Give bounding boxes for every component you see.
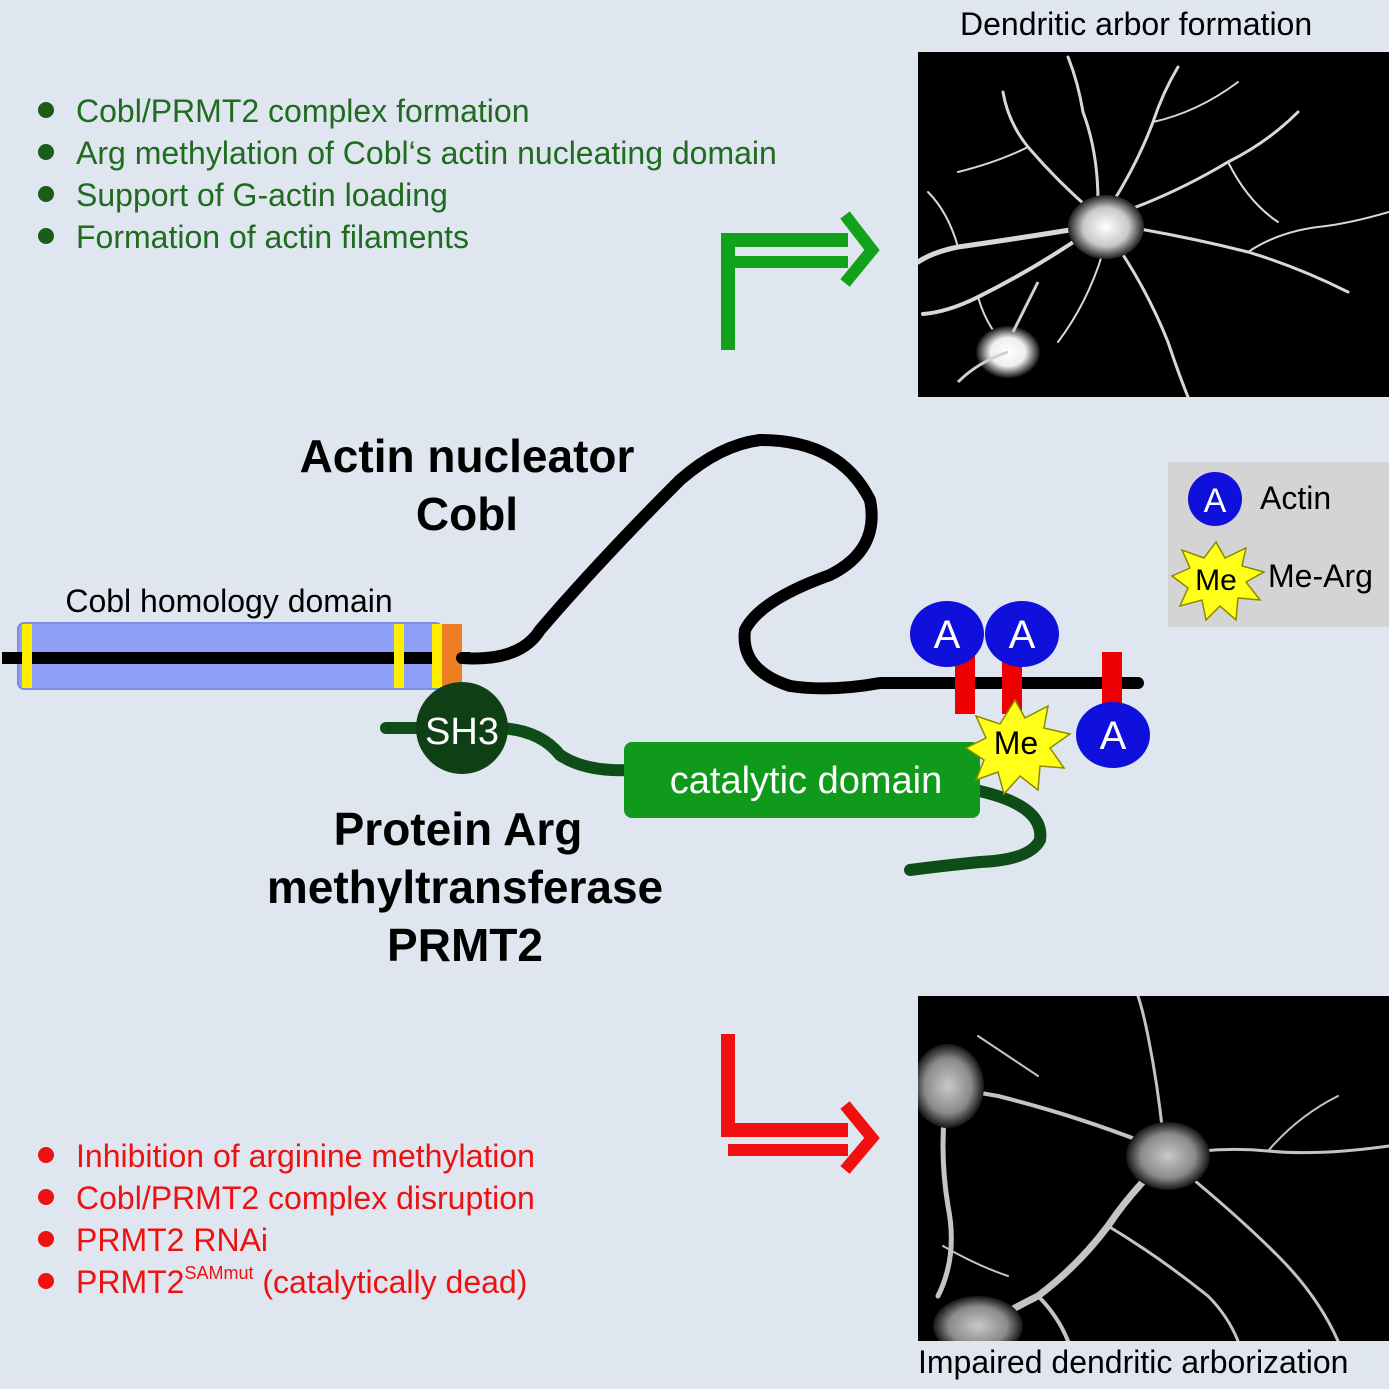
actin-label: A <box>934 613 961 657</box>
actin-monomer <box>910 601 984 667</box>
top-image-caption: Dendritic arbor formation <box>960 6 1313 42</box>
list-item: PRMT2 RNAi <box>30 1219 535 1261</box>
bullet-icon <box>38 1273 54 1289</box>
neuron-micrograph-bottom <box>918 996 1389 1341</box>
legend-actin-label: Actin <box>1260 480 1331 516</box>
list-item: Inhibition of arginine methylation <box>30 1135 535 1177</box>
svg-text:A: A <box>1204 482 1227 520</box>
list-item: Support of G-actin loading <box>30 174 777 216</box>
promoting-factors-list: Cobl/PRMT2 complex formation Arg methyla… <box>30 90 777 258</box>
sh3-domain <box>416 682 508 774</box>
motif-marker <box>394 624 404 688</box>
motif-marker <box>432 624 442 688</box>
prmt2-title: Protein Arg <box>334 803 583 855</box>
methyl-label: Me <box>994 725 1038 761</box>
proline-rich-motif <box>442 624 462 688</box>
legend: A Actin Me Me-Arg <box>1168 462 1389 627</box>
cobl-homology-label: Cobl homology domain <box>65 583 392 619</box>
legend-drawing: A Actin Me Me-Arg <box>1170 472 1373 622</box>
bullet-icon <box>38 144 54 160</box>
list-item: Cobl/PRMT2 complex disruption <box>30 1177 535 1219</box>
actin-label: A <box>1009 613 1036 657</box>
actin-legend-icon <box>1188 472 1242 526</box>
prmt2-title: methyltransferase <box>267 861 663 913</box>
sh3-label: SH3 <box>425 711 499 753</box>
inhibiting-factors-list: Inhibition of arginine methylation Cobl/… <box>30 1135 535 1303</box>
arg-site-marker <box>1102 652 1122 714</box>
methyl-starburst-icon <box>964 698 1072 796</box>
list-item: Cobl/PRMT2 complex formation <box>30 90 777 132</box>
actin-label: A <box>1100 714 1127 758</box>
catalytic-domain-label: catalytic domain <box>670 760 942 802</box>
arg-site-marker <box>955 652 975 714</box>
prmt2-title: PRMT2 <box>387 919 543 971</box>
bullet-icon <box>38 1231 54 1247</box>
cobl-title: Actin nucleator <box>300 430 635 482</box>
actin-monomer <box>1076 702 1150 768</box>
neuron-micrograph-top <box>918 52 1389 397</box>
bottom-image-caption: Impaired dendritic arborization <box>918 1344 1349 1380</box>
activation-arrow <box>721 211 880 350</box>
bullet-icon <box>38 186 54 202</box>
catalytic-domain <box>624 742 980 818</box>
actin-monomer <box>985 601 1059 667</box>
motif-marker <box>22 624 32 688</box>
list-item: Arg methylation of Cobl‘s actin nucleati… <box>30 132 777 174</box>
neuron-drawing <box>918 55 1389 397</box>
legend-me-arg-label: Me-Arg <box>1268 558 1373 594</box>
svg-text:Me: Me <box>1195 564 1237 597</box>
arg-site-marker <box>1002 652 1022 714</box>
bullet-icon <box>38 1147 54 1163</box>
prmt2-c-terminus <box>904 784 1047 876</box>
methyl-legend-icon <box>1170 540 1266 622</box>
list-item: Formation of actin filaments <box>30 216 777 258</box>
neuron-drawing <box>918 996 1389 1341</box>
bullet-icon <box>38 1189 54 1205</box>
bullet-icon <box>38 228 54 244</box>
bullet-icon <box>38 102 54 118</box>
prmt2-linker <box>494 722 636 777</box>
cobl-c-terminus <box>456 434 1144 695</box>
list-item: PRMT2SAMmut (catalytically dead) <box>30 1261 535 1303</box>
inhibition-arrow <box>721 1034 880 1174</box>
cobl-title: Cobl <box>416 488 518 540</box>
